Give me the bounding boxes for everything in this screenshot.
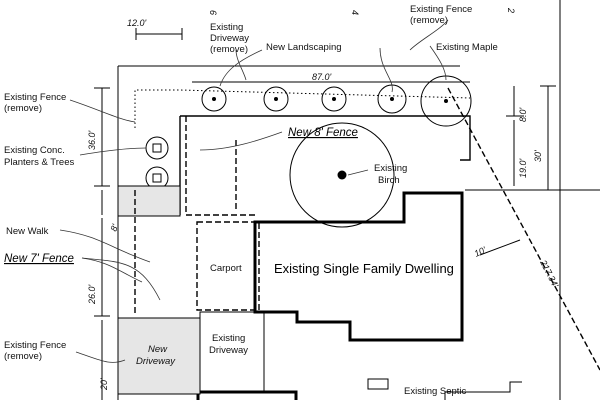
marker-4: 4 — [350, 10, 360, 15]
existing-fence-bottom-label: Existing Fence — [4, 340, 66, 351]
leader — [219, 49, 263, 87]
tree-3 — [321, 86, 347, 112]
existing-driveway-bottom-label-1: Existing — [212, 333, 245, 344]
existing-fence-left-remove: (remove) — [4, 103, 42, 114]
tree-3-trunk — [332, 97, 336, 101]
dim-87-label: 87.0' — [312, 72, 332, 82]
leader — [69, 99, 136, 123]
concrete-planters — [145, 136, 169, 190]
existing-driveway-bottom-label-2: Driveway — [209, 345, 248, 356]
tree-2 — [263, 86, 289, 112]
new-landscaping-label: New Landscaping — [266, 42, 342, 53]
leader — [59, 229, 151, 263]
tree-1-trunk — [212, 97, 216, 101]
existing-septic-label: Existing Septic — [404, 386, 467, 397]
new-8ft-fence-label: New 8' Fence — [288, 127, 358, 139]
leader — [235, 49, 247, 81]
dimension-lines — [94, 28, 556, 400]
new-driveway-label-2: Driveway — [136, 356, 176, 367]
existing-conc-label: Existing Conc. — [4, 145, 65, 156]
new-walk — [117, 185, 181, 217]
new-landscaping-trees — [201, 84, 407, 114]
dwelling-lower-edge — [196, 390, 298, 400]
leader — [347, 169, 369, 176]
dim-19-label: 19.0' — [518, 158, 528, 178]
planter-1 — [145, 136, 169, 160]
new-walk-label: New Walk — [6, 226, 49, 237]
leader — [75, 351, 126, 363]
existing-birch-trunk — [337, 170, 347, 180]
new-8ft-fence — [180, 115, 471, 161]
dim-10-label: 10' — [473, 245, 488, 259]
leader — [81, 257, 143, 283]
new-driveway — [117, 317, 201, 395]
existing-driveway-lower — [199, 311, 265, 393]
dim-26-label: 26.0' — [87, 284, 97, 305]
leader — [379, 47, 393, 93]
marker-6: 6 — [208, 10, 218, 15]
planter-1-box — [152, 143, 162, 153]
existing-maple-trunk — [444, 99, 448, 103]
existing-driveway-top-label: Existing — [210, 22, 243, 33]
new-driveway-label-1: New — [148, 344, 168, 355]
dim-30-label: 30' — [533, 150, 543, 162]
dim-8b-label: 8' — [108, 223, 120, 233]
leader — [81, 257, 161, 301]
existing-birch-label-1: Existing — [374, 163, 407, 174]
carport-label: Carport — [210, 263, 242, 274]
planter-2-box — [152, 173, 162, 183]
marker-2: 2 — [506, 7, 516, 13]
new-7ft-fence-label: New 7' Fence — [4, 253, 74, 265]
dwelling-label: Existing Single Family Dwelling — [274, 261, 454, 276]
existing-maple-label: Existing Maple — [436, 42, 498, 53]
existing-fence-top-label: Existing Fence — [410, 4, 472, 15]
existing-driveway-top-label-2: Driveway — [210, 33, 249, 44]
existing-fence-north — [134, 89, 471, 128]
dwelling-footprint — [253, 191, 464, 342]
tree-4-trunk — [390, 97, 394, 101]
septic-tank — [367, 378, 389, 390]
leader — [199, 131, 283, 151]
leader — [409, 19, 449, 51]
carport-outline — [196, 221, 260, 311]
tree-2-trunk — [274, 97, 278, 101]
dim-20-label: 20' — [99, 378, 109, 391]
dim-line-10 — [479, 239, 521, 256]
existing-birch-canopy — [289, 122, 395, 228]
property-line-diagonal — [447, 87, 600, 371]
tree-1 — [201, 86, 227, 112]
leader — [429, 45, 447, 81]
existing-fence-left-label: Existing Fence — [4, 92, 66, 103]
dim-8a-label: 8.0' — [518, 107, 528, 122]
existing-fence-top-remove: (remove) — [410, 15, 448, 26]
existing-birch-label-2: Birch — [378, 175, 400, 186]
planters-trees-label: Planters & Trees — [4, 157, 74, 168]
leader — [79, 147, 147, 156]
existing-driveway-top-remove: (remove) — [210, 44, 248, 55]
septic-outline — [444, 381, 522, 400]
leader-lines — [59, 19, 449, 363]
dim-12-label: 12.0' — [127, 18, 147, 28]
dim-217-label: 217.34' — [538, 257, 561, 289]
dim-36-label: 36.0' — [87, 130, 97, 150]
existing-fence-bottom-remove: (remove) — [4, 351, 42, 362]
